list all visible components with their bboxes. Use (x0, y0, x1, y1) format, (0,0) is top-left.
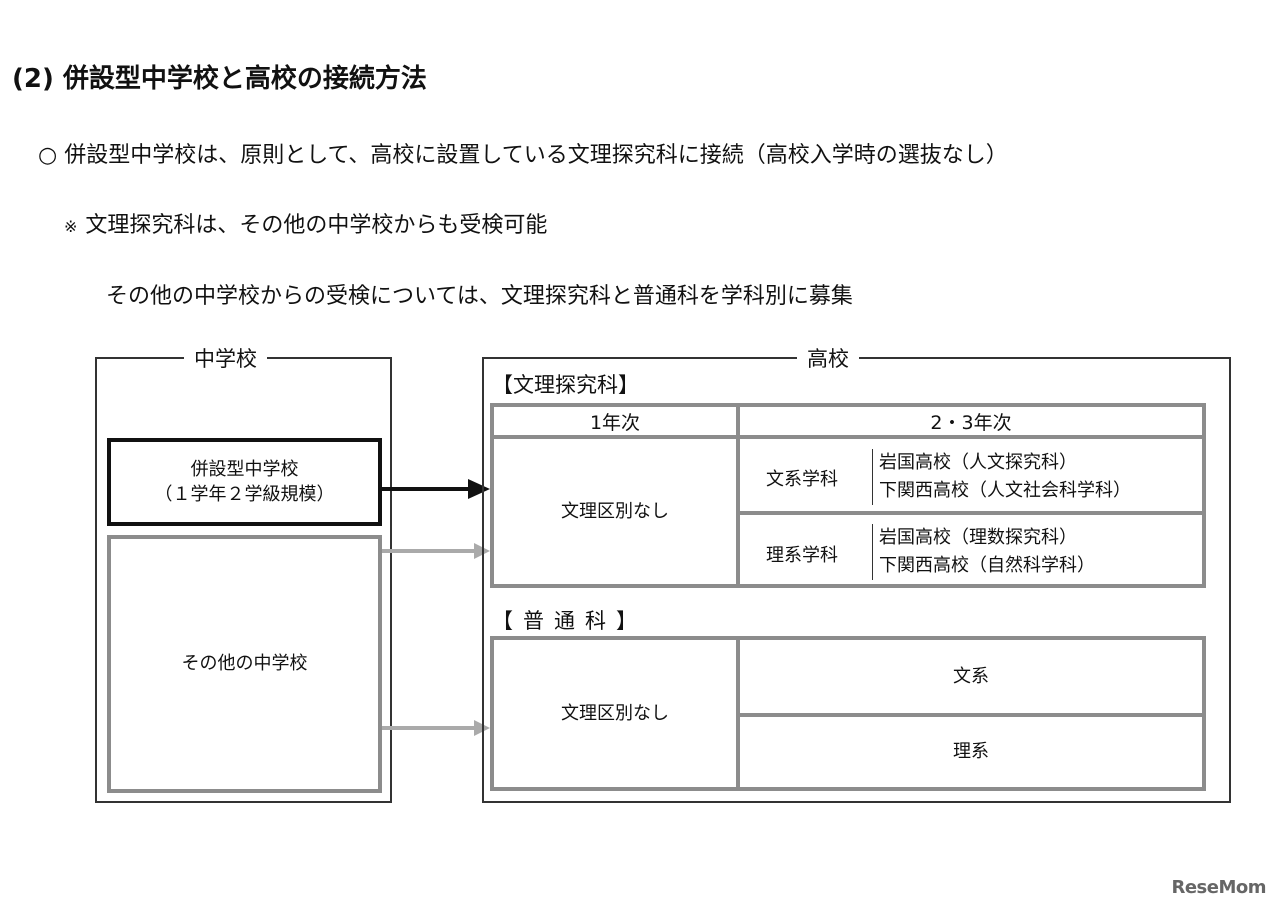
general-no-division-cell: 文理区別なし (490, 636, 740, 791)
humanities-school-1: 岩国高校（人文探究科） (879, 452, 1077, 473)
bunri-no-division-cell: 文理区別なし (490, 435, 740, 588)
general-dept-label: 【普通科】 (492, 609, 647, 633)
general-humanities-text: 文系 (953, 665, 989, 687)
general-science-text: 理系 (953, 741, 989, 763)
general-science-cell: 理系 (736, 713, 1206, 791)
general-humanities-cell: 文系 (736, 636, 1206, 717)
resemom-logo: ReseMom (1171, 877, 1266, 898)
humanities-school-2: 下関西高校（人文社会科学科） (879, 480, 1131, 501)
header-year1-text: 1年次 (589, 411, 641, 434)
header-year23: 2・3年次 (736, 403, 1206, 439)
header-year1: 1年次 (490, 403, 740, 439)
section-heading: (2) 併設型中学校と高校の接続方法 (12, 64, 427, 94)
science-school-2: 下関西高校（自然科学科） (879, 555, 1095, 576)
combined-middle-school-label: 併設型中学校 （１学年２学級規模） (154, 458, 335, 505)
paragraph-connection: ○ 併設型中学校は、原則として、高校に設置している文理探究科に接続（高校入学時の… (38, 143, 1008, 168)
paragraph-recruitment: その他の中学校からの受検については、文理探究科と普通科を学科別に募集 (106, 284, 853, 309)
bunri-no-division-text: 文理区別なし (561, 500, 669, 522)
bunri-dept-label: 【文理探究科】 (492, 373, 639, 397)
combined-middle-school-box: 併設型中学校 （１学年２学級規模） (107, 438, 382, 526)
other-middle-school-label: その他の中学校 (181, 653, 308, 675)
humanities-school-list: 岩国高校（人文探究科） 下関西高校（人文社会科学科） (872, 449, 1131, 505)
science-school-list: 岩国高校（理数探究科） 下関西高校（自然科学科） (872, 524, 1095, 580)
paragraph-note: ※ 文理探究科は、その他の中学校からも受検可能 (64, 207, 547, 239)
high-school-title: 高校 (797, 343, 859, 373)
bunri-science-cell: 理系学科 岩国高校（理数探究科） 下関西高校（自然科学科） (736, 511, 1206, 588)
middle-school-title: 中学校 (184, 343, 267, 373)
other-middle-school-box: その他の中学校 (107, 535, 382, 793)
bunri-humanities-cell: 文系学科 岩国高校（人文探究科） 下関西高校（人文社会科学科） (736, 435, 1206, 516)
header-year23-text: 2・3年次 (930, 411, 1012, 434)
science-dept-label: 理系学科 (766, 545, 838, 566)
note-mark: ※ (64, 217, 78, 236)
science-school-1: 岩国高校（理数探究科） (879, 527, 1077, 548)
note-text: 文理探究科は、その他の中学校からも受検可能 (85, 213, 548, 238)
general-no-division-text: 文理区別なし (561, 702, 669, 724)
humanities-dept-label: 文系学科 (766, 469, 838, 490)
